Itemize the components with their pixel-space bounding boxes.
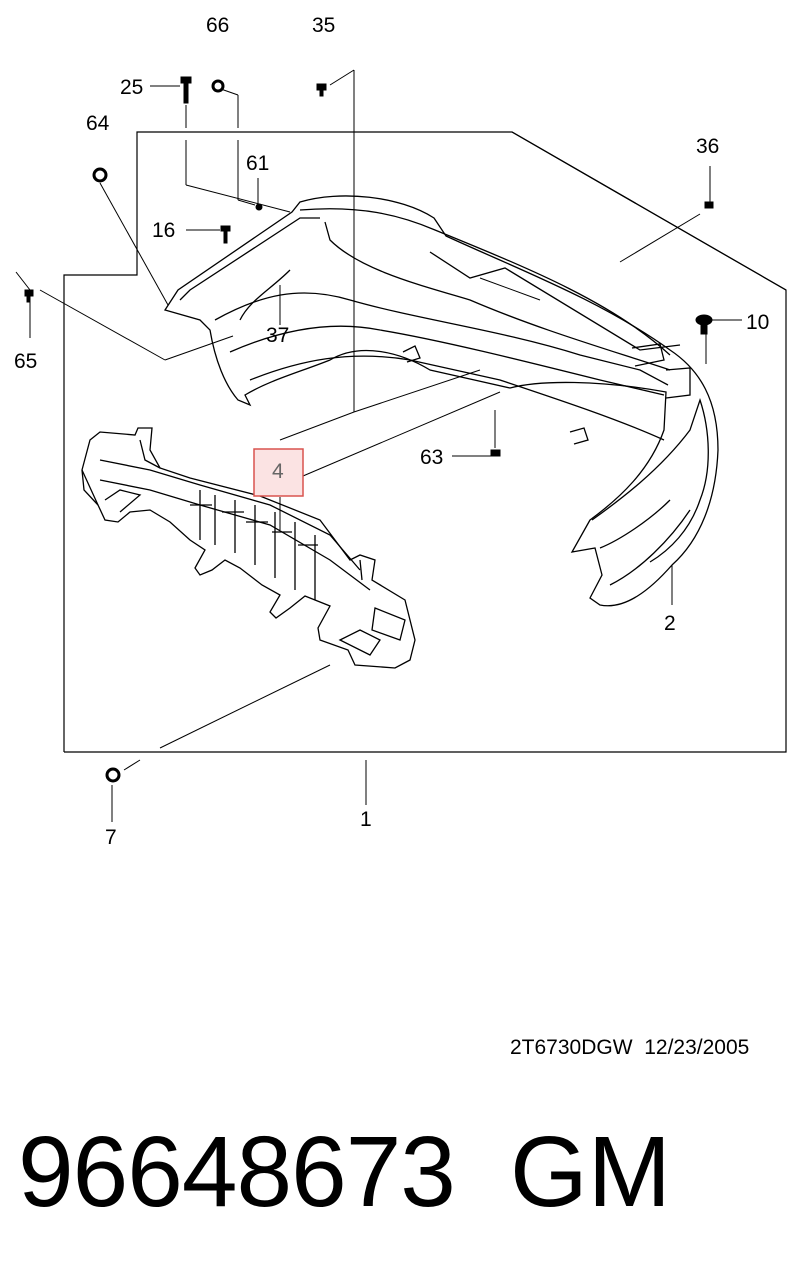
callout-61: 61 — [246, 152, 269, 175]
assembly-frame — [63, 131, 787, 753]
brand-name: GM — [510, 1116, 672, 1228]
part-number: 96648673 — [18, 1116, 456, 1228]
callout-4: 4 — [272, 460, 284, 483]
bumper-fascia — [163, 195, 719, 607]
callout-66: 66 — [206, 14, 229, 37]
nut-icon-7 — [105, 767, 121, 783]
callout-1: 1 — [360, 808, 372, 831]
screw-icon-63 — [490, 449, 501, 457]
callout-25: 25 — [120, 76, 143, 99]
callout-63: 63 — [420, 446, 443, 469]
highlight-box — [253, 448, 304, 497]
callout-64: 64 — [86, 112, 110, 135]
bumper-reinforcement — [81, 427, 416, 669]
screw-icon-61 — [255, 203, 263, 211]
callout-65: 65 — [14, 350, 37, 373]
callout-35: 35 — [312, 14, 335, 37]
push-pin-icon-10 — [695, 314, 713, 335]
nut-icon-66 — [211, 79, 225, 93]
callout-36: 36 — [696, 135, 719, 158]
drawing-reference-code: 2T6730DGW 12/23/2005 — [510, 1036, 750, 1059]
leader-lines — [15, 69, 742, 822]
screw-icon-16 — [220, 225, 231, 244]
callout-2: 2 — [664, 612, 676, 635]
callout-7: 7 — [105, 826, 117, 849]
clip-icon-35 — [316, 83, 327, 97]
callout-16: 16 — [152, 219, 175, 242]
fasteners — [24, 76, 714, 783]
screw-icon-36 — [704, 201, 714, 209]
callout-37: 37 — [266, 324, 289, 347]
bolt-icon-25 — [180, 76, 192, 104]
callout-10: 10 — [746, 311, 769, 334]
nut-icon-64 — [92, 167, 108, 183]
screw-icon-65 — [24, 289, 34, 303]
